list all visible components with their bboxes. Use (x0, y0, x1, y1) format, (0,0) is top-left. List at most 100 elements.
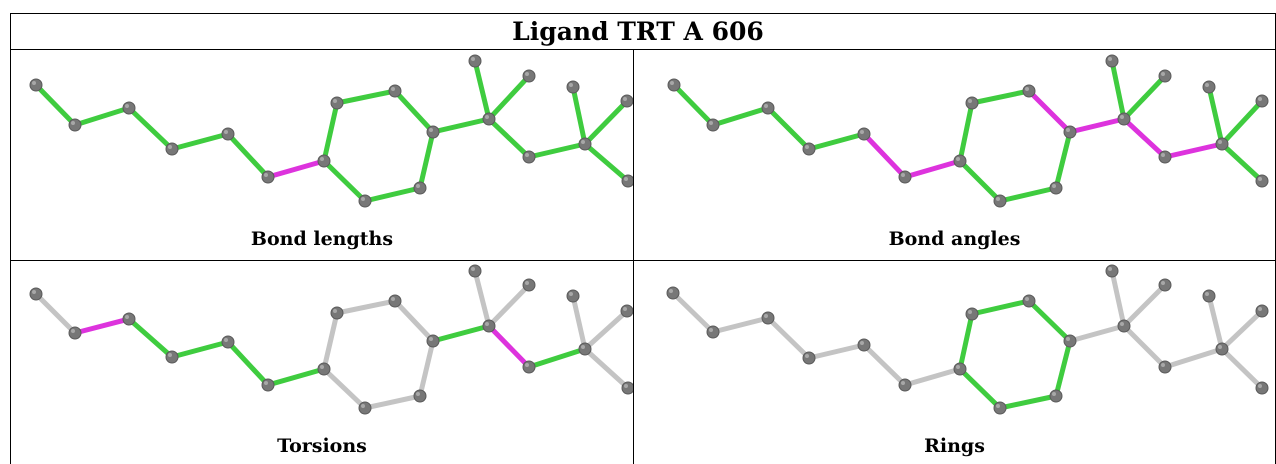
atom-7 (965, 307, 979, 321)
atom-5 (898, 170, 912, 184)
bond-5 (902, 158, 963, 180)
atom-highlight-10 (1052, 392, 1056, 396)
bond-13 (472, 268, 492, 329)
atom-highlight-15 (525, 363, 529, 367)
atom-highlight-1 (709, 328, 713, 332)
bond-16 (1162, 141, 1225, 160)
bond-13 (1109, 58, 1127, 122)
atom-4 (857, 127, 871, 141)
atom-highlight-3 (805, 354, 809, 358)
atom-highlight-10 (1052, 184, 1056, 188)
atom-12 (1117, 112, 1131, 126)
atom-highlight-17 (569, 292, 573, 296)
atom-19 (621, 381, 633, 395)
atom-highlight-14 (1161, 72, 1165, 76)
bond-19 (582, 346, 631, 391)
bond-9 (1053, 338, 1073, 399)
bond-11 (957, 366, 1003, 411)
bond-8 (1026, 298, 1073, 344)
atom-19 (1255, 381, 1269, 395)
atom-16 (1215, 137, 1229, 151)
atom-3 (165, 350, 179, 364)
atom-highlight-7 (333, 309, 337, 313)
bond-0 (671, 82, 716, 128)
bond-7 (969, 298, 1032, 317)
atom-highlight-14 (525, 281, 529, 285)
top-border (10, 13, 1276, 14)
panel-bond-lengths: Bond lengths (11, 50, 633, 260)
bond-17 (570, 293, 588, 352)
atom-highlight-17 (1205, 83, 1209, 87)
atom-18 (1255, 94, 1269, 108)
atom-highlight-15 (1161, 363, 1165, 367)
bond-19 (1219, 346, 1265, 391)
bond-15 (486, 116, 532, 160)
atom-8 (388, 294, 402, 308)
bond-13 (1109, 268, 1127, 329)
caption-rings: Rings (924, 435, 985, 457)
bond-0 (33, 82, 78, 128)
atom-9 (426, 125, 440, 139)
bond-6 (957, 311, 975, 372)
bond-14 (486, 282, 532, 329)
atom-highlight-13 (471, 267, 475, 271)
caption-bond-angles: Bond angles (888, 228, 1021, 250)
bond-4 (861, 342, 908, 388)
atom-highlight-6 (956, 157, 960, 161)
left-border (10, 13, 11, 464)
atom-highlight-4 (860, 130, 864, 134)
bond-19 (1219, 141, 1265, 184)
molecule-bond-lengths (29, 54, 633, 208)
bond-3 (169, 339, 231, 360)
molecule-bond-angles (667, 54, 1269, 208)
atom-12 (482, 319, 496, 333)
bond-16 (526, 346, 588, 370)
atom-5 (261, 170, 275, 184)
atom-2 (761, 101, 775, 115)
atom-highlight-7 (968, 99, 972, 103)
atom-highlight-12 (485, 322, 489, 326)
atom-16 (1215, 342, 1229, 356)
atom-13 (1105, 264, 1119, 278)
atom-9 (1063, 125, 1077, 139)
atom-14 (522, 278, 536, 292)
atom-highlight-10 (416, 392, 420, 396)
atom-13 (1105, 54, 1119, 68)
atom-highlight-2 (125, 315, 129, 319)
atom-14 (1158, 69, 1172, 83)
atom-highlight-9 (1066, 128, 1070, 132)
atom-8 (1022, 84, 1036, 98)
bond-12 (1067, 116, 1127, 135)
bond-2 (126, 316, 175, 360)
bond-8 (392, 298, 436, 344)
bond-17 (570, 84, 588, 147)
atom-1 (68, 326, 82, 340)
atom-7 (330, 306, 344, 320)
bond-3 (169, 131, 231, 152)
atom-highlight-5 (901, 381, 905, 385)
atom-0 (667, 78, 681, 92)
atom-19 (621, 174, 633, 188)
figure-title: Ligand TRT A 606 (512, 16, 764, 46)
atom-highlight-0 (32, 81, 36, 85)
atom-highlight-9 (1066, 337, 1070, 341)
atom-highlight-0 (669, 289, 673, 293)
atom-highlight-14 (525, 72, 529, 76)
bond-15 (486, 323, 532, 370)
bond-6 (321, 310, 340, 372)
bond-14 (486, 73, 532, 122)
bond-12 (1067, 323, 1127, 344)
bond-14 (1121, 282, 1168, 329)
atom-4 (221, 127, 235, 141)
atom-14 (1158, 278, 1172, 292)
bond-7 (969, 88, 1032, 106)
bond-11 (957, 158, 1003, 204)
atom-8 (1022, 294, 1036, 308)
atom-1 (68, 118, 82, 132)
atom-17 (566, 80, 580, 94)
atom-3 (802, 351, 816, 365)
atom-highlight-1 (71, 329, 75, 333)
bond-4 (225, 339, 271, 388)
atom-highlight-3 (168, 145, 172, 149)
atom-highlight-4 (860, 341, 864, 345)
